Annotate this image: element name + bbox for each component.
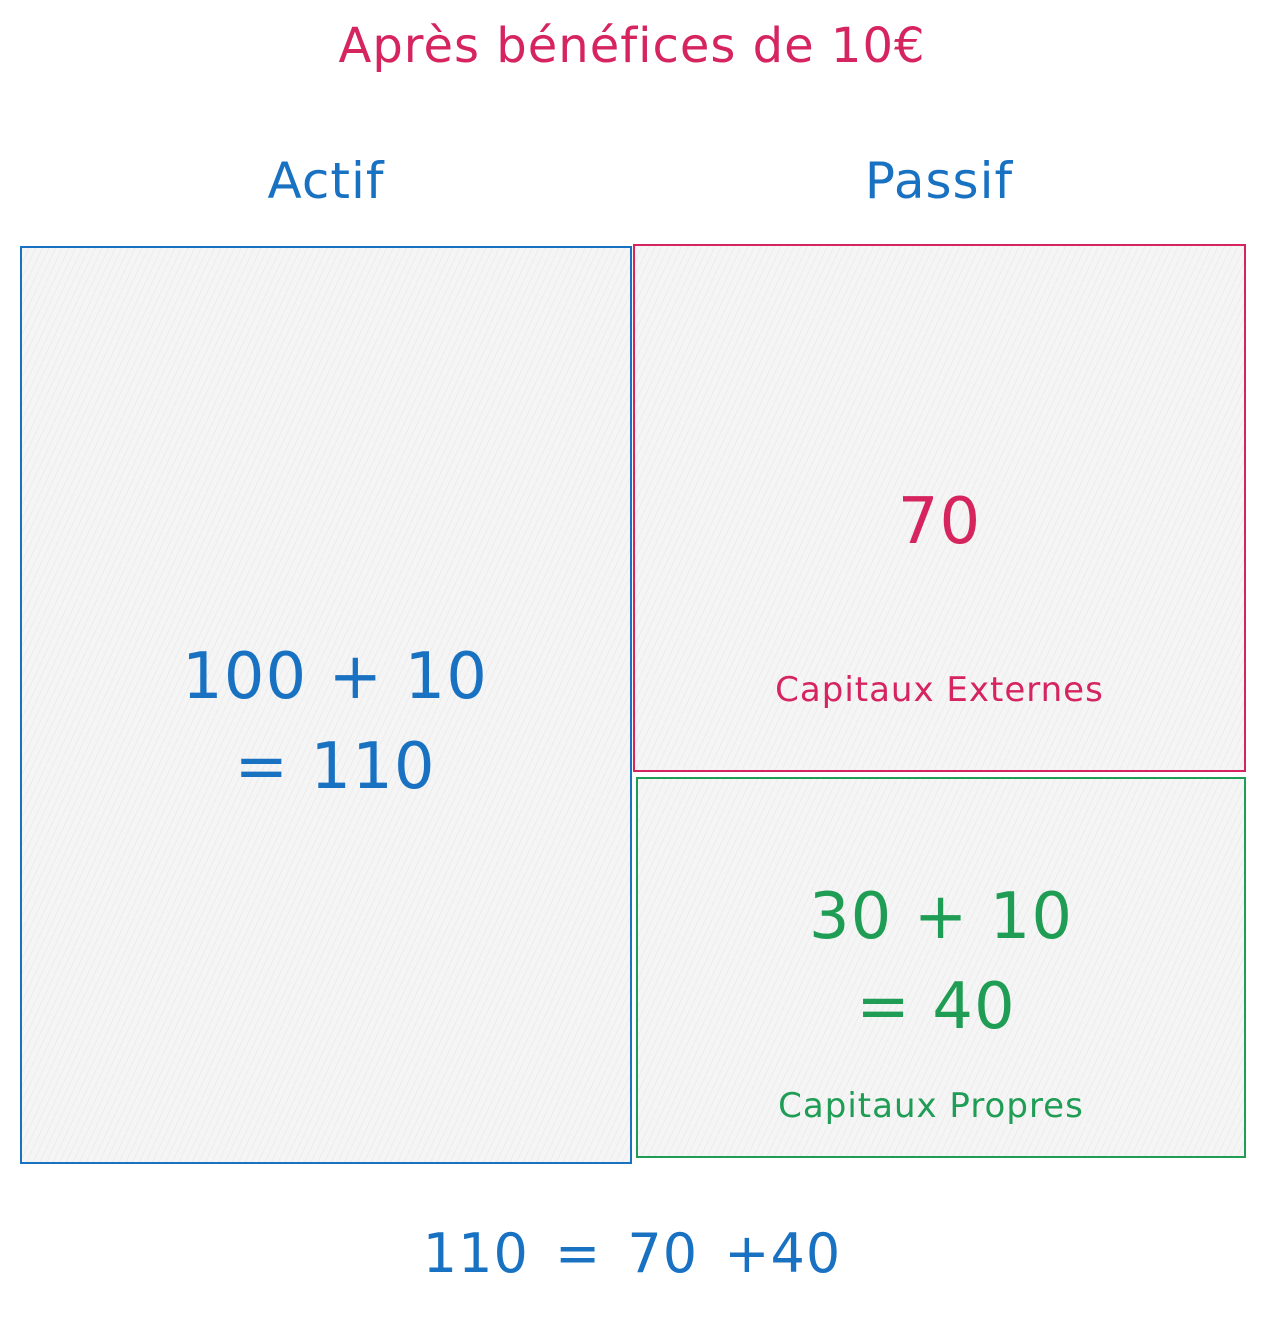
capitaux-externes-value: 70 [897,485,982,559]
capitaux-propres-total-line: = 40 [856,970,1016,1044]
capitaux-propres-sum-line: 30 + 10 [808,880,1074,954]
capitaux-propres-label: Capitaux Propres [778,1086,1084,1126]
capitaux-externes-label: Capitaux Externes [775,670,1104,710]
actif-total-line: = 110 [234,730,436,804]
capitaux-externes-box [633,244,1246,772]
actif-heading: Actif [267,152,385,210]
actif-box [20,246,632,1164]
actif-sum-line: 100 + 10 [182,640,488,714]
passif-heading: Passif [864,152,1014,210]
balance-equation: 110 = 70 +40 [422,1222,842,1285]
capitaux-propres-box [636,777,1246,1158]
diagram-title: Après bénéfices de 10€ [338,18,926,74]
